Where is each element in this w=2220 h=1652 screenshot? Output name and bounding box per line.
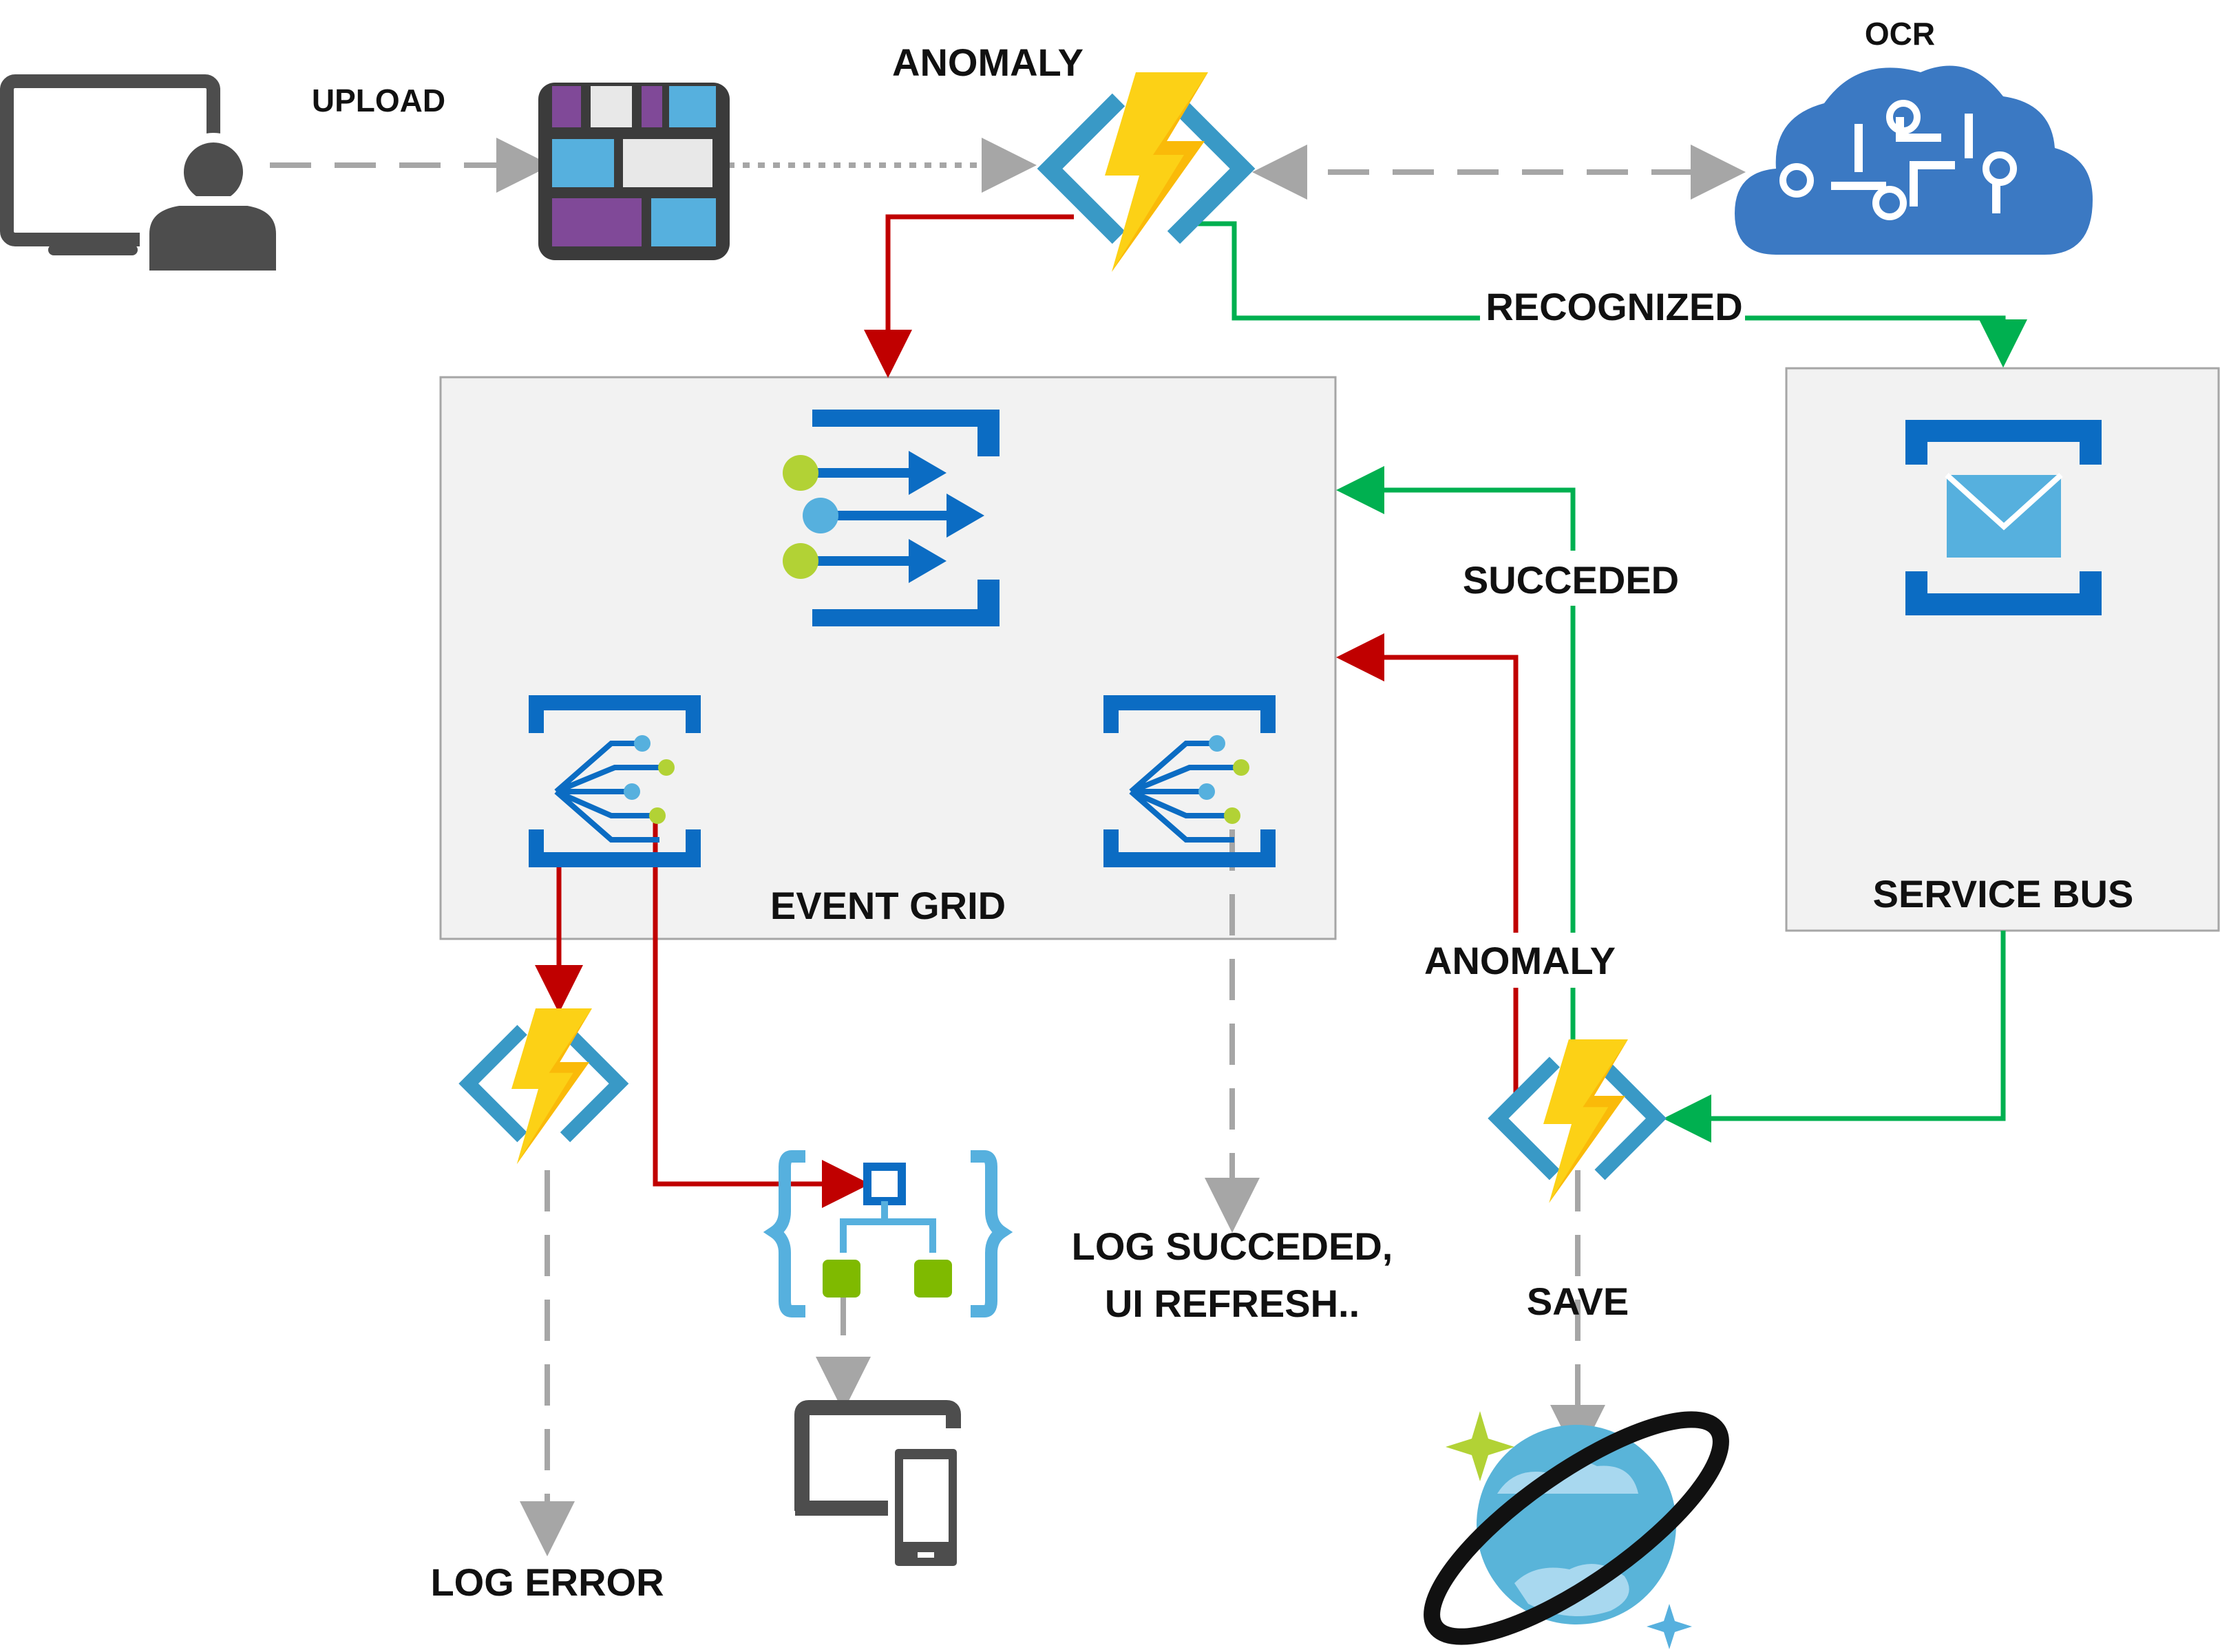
succeded-label-bg: [1452, 551, 1690, 606]
devices-icon: [794, 1400, 964, 1573]
edge-sub-to-logic-app: [653, 823, 870, 1208]
logic-app-icon: [763, 1150, 1013, 1317]
save-label: SAVE: [1527, 1280, 1629, 1323]
azure-function-icon: [1050, 72, 1243, 272]
cosmos-db-icon: [1424, 1411, 1729, 1649]
event-grid-icon: [783, 410, 1000, 626]
anomaly-right-label: ANOMALY: [1424, 939, 1616, 982]
edge-anomaly-right: [1336, 633, 1519, 1094]
log-error-label: LOG ERROR: [430, 1560, 664, 1604]
edge-succeded: [1336, 466, 1576, 1091]
succeded-label: SUCCEDED: [1463, 558, 1679, 602]
service-bus-container: [1785, 367, 2220, 932]
blob-storage-icon: [538, 83, 730, 260]
recognized-label-bg: [1480, 279, 1745, 330]
monitor-user-icon: [0, 74, 286, 280]
event-grid-label: EVENT GRID: [770, 884, 1006, 927]
azure-function-icon: [469, 1008, 619, 1164]
edge-anomaly-to-event-grid: [864, 214, 1074, 378]
edge-recognized: [1184, 221, 2027, 368]
recognized-label: RECOGNIZED: [1486, 285, 1742, 328]
service-bus-label: SERVICE BUS: [1873, 872, 2134, 915]
ocr-label: OCR: [1865, 16, 1935, 52]
upload-label: UPLOAD: [312, 83, 445, 118]
edge-service-bus-to-function: [1663, 931, 2006, 1143]
cognitive-services-icon: [1735, 65, 2093, 255]
log-succeded-label-line2: UI REFRESH..: [1105, 1282, 1360, 1325]
anomaly-label-bg: [1408, 933, 1635, 988]
anomaly-top-label: ANOMALY: [892, 41, 1083, 84]
log-succeded-label-line1: LOG SUCCEDED,: [1072, 1225, 1393, 1268]
service-bus-icon: [1905, 420, 2102, 615]
